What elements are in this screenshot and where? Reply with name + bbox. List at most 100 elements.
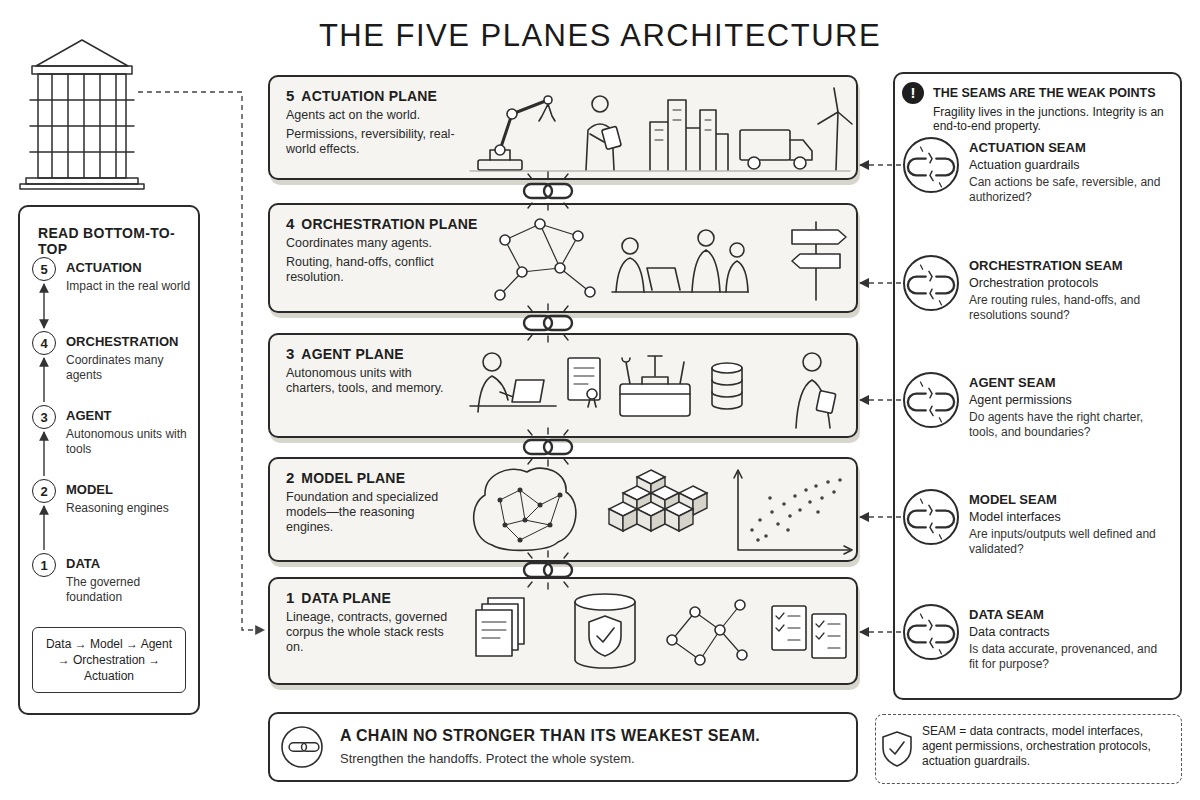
agent-illustration bbox=[470, 353, 836, 428]
model-illustration bbox=[474, 468, 852, 554]
model-illustration bbox=[500, 490, 560, 540]
model-illustration bbox=[758, 518, 762, 522]
model-illustration bbox=[503, 523, 508, 528]
flow-sequence: Data → Model → Agent → Orchestration → A… bbox=[41, 636, 177, 684]
data-illustration bbox=[575, 602, 635, 668]
plane-heading-row: 2MODEL PLANE bbox=[286, 469, 840, 486]
seam-text: DATA SEAMData contractsIs data accurate,… bbox=[969, 604, 1169, 672]
step-heading: ORCHESTRATION bbox=[66, 331, 194, 353]
plane-number: 1 bbox=[286, 589, 294, 606]
cube-stack bbox=[609, 502, 637, 531]
model-illustration bbox=[734, 470, 852, 554]
building-sketch bbox=[36, 40, 128, 66]
data-illustration bbox=[735, 600, 745, 610]
plane-heading: MODEL PLANE bbox=[301, 470, 405, 486]
seam-circle bbox=[903, 489, 959, 545]
data-illustration bbox=[672, 605, 742, 660]
model-illustration bbox=[786, 528, 790, 532]
seam-circle bbox=[903, 137, 959, 193]
step-description: Autonomous units with tools bbox=[66, 427, 194, 457]
seam-question: Are inputs/outputs well defined and vali… bbox=[969, 527, 1169, 557]
diagram-title: THE FIVE PLANES ARCHITECTURE bbox=[200, 18, 1000, 54]
plane-chain-links bbox=[524, 172, 572, 589]
order-arrow bbox=[43, 432, 44, 476]
step-heading: MODEL bbox=[66, 479, 194, 501]
model-illustration bbox=[548, 523, 553, 528]
agent-illustration bbox=[648, 356, 662, 376]
plane-heading: AGENT PLANE bbox=[301, 346, 404, 362]
plane-description: Autonomous units with charters, tools, a… bbox=[286, 366, 456, 396]
plane-slab-fill bbox=[268, 457, 858, 562]
seam-text: AGENT SEAMAgent permissionsDo agents hav… bbox=[969, 372, 1169, 440]
model-illustration bbox=[816, 510, 820, 514]
orchestration-illustration bbox=[612, 291, 748, 293]
model-illustration bbox=[538, 503, 543, 508]
seam-circle bbox=[903, 255, 959, 311]
data-illustration bbox=[772, 606, 806, 650]
building-sketch bbox=[52, 74, 116, 178]
building-sketch bbox=[32, 66, 132, 74]
actuation-illustration bbox=[500, 100, 548, 150]
step-number: 5 bbox=[40, 263, 47, 276]
data-illustration bbox=[715, 625, 725, 635]
agent-illustration bbox=[620, 384, 690, 416]
seam-broken-chain-icons bbox=[908, 147, 954, 187]
orchestration-illustration bbox=[730, 243, 744, 257]
actuation-illustration bbox=[592, 96, 608, 112]
plane-slab-fill bbox=[268, 577, 858, 685]
panel-heading: READ BOTTOM-TO-TOP bbox=[38, 225, 186, 257]
agent-illustration bbox=[642, 377, 668, 384]
data-illustration bbox=[812, 614, 846, 658]
agent-illustration bbox=[680, 362, 684, 384]
building-sketch bbox=[26, 178, 138, 184]
plane-chain-links bbox=[524, 316, 572, 330]
seam-broken-chain-icons bbox=[908, 614, 954, 654]
orchestration-illustration bbox=[616, 258, 644, 292]
callout-heading: A CHAIN NO STRONGER THAN ITS WEAKEST SEA… bbox=[340, 726, 842, 746]
agent-illustration bbox=[568, 358, 600, 400]
seam-subheading: Model interfaces bbox=[969, 510, 1169, 525]
plane-number: 5 bbox=[286, 87, 294, 104]
title-bar: THE FIVE PLANES ARCHITECTURE bbox=[200, 18, 1000, 54]
plane-slab-fill bbox=[268, 75, 858, 180]
step-description: Impact in the real world bbox=[66, 279, 194, 294]
plane-slab: 1DATA PLANELineage, contracts, governed … bbox=[268, 577, 858, 685]
data-illustration bbox=[690, 607, 700, 617]
reading-step: 5 ACTUATIONImpact in the real world bbox=[32, 257, 198, 294]
plane-heading: ACTUATION PLANE bbox=[301, 88, 437, 104]
seam-text: ACTUATION SEAMActuation guardrailsCan ac… bbox=[969, 137, 1169, 205]
seam-subheading: Orchestration protocols bbox=[969, 276, 1169, 291]
orchestration-illustration bbox=[495, 219, 846, 300]
seam-circle bbox=[903, 604, 959, 660]
seam-broken-chain-icons bbox=[908, 265, 954, 305]
step-number-circle: 4 bbox=[32, 331, 56, 355]
step-number: 1 bbox=[40, 559, 47, 572]
building-sketch bbox=[20, 184, 144, 189]
data-illustration bbox=[695, 655, 705, 665]
seam-question: Do agents have the right charter, tools,… bbox=[969, 410, 1169, 440]
reading-step: 1DATAThe governed foundation bbox=[32, 553, 198, 605]
building-sketch bbox=[30, 100, 134, 152]
reading-order-panel: READ BOTTOM-TO-TOP 5 ACTUATIONImpact in th… bbox=[18, 205, 200, 715]
data-illustration bbox=[476, 610, 512, 656]
seam-circle bbox=[903, 372, 959, 428]
actuation-illustration bbox=[470, 171, 850, 172]
alert-icon: ! bbox=[902, 82, 924, 104]
actuation-illustration bbox=[478, 160, 522, 170]
step-heading: ACTUATION bbox=[66, 257, 194, 279]
plane-slab: 5ACTUATION PLANEAgents act on the world.… bbox=[268, 75, 858, 180]
order-arrow bbox=[43, 284, 44, 328]
seam-heading: ACTUATION SEAM bbox=[969, 139, 1169, 156]
model-illustration bbox=[756, 538, 760, 542]
plane-number: 3 bbox=[286, 345, 294, 362]
actuation-illustration bbox=[539, 104, 555, 121]
model-illustration bbox=[808, 500, 812, 504]
data-illustration bbox=[597, 628, 614, 642]
plane-description: Coordinates many agents. bbox=[286, 236, 456, 251]
actuation-illustration bbox=[602, 126, 622, 149]
actuation-illustration bbox=[748, 157, 760, 169]
step-number: 3 bbox=[40, 411, 47, 424]
plane-chain-links bbox=[524, 184, 572, 198]
data-illustration bbox=[589, 616, 621, 656]
plane-heading-row: 4ORCHESTRATION PLANE bbox=[286, 215, 840, 232]
